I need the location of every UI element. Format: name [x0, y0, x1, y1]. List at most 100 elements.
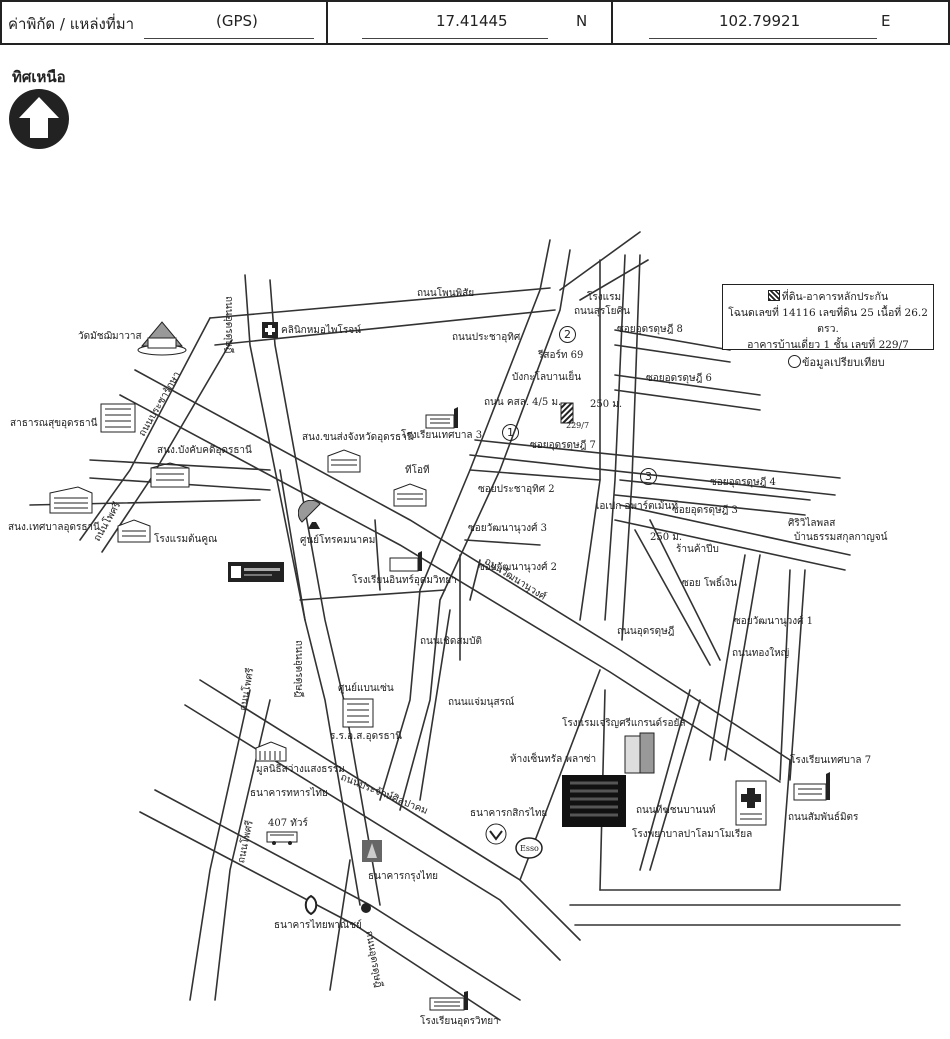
label-thepburi: ถนนทีฆชนบานนท์ [636, 805, 716, 816]
school-icon [425, 407, 458, 429]
coordinate-source: (GPS) [216, 12, 258, 30]
esso-logo-icon [515, 837, 543, 859]
road-ne-edge [579, 259, 649, 301]
building-icon [342, 698, 374, 728]
label-school7: โรงเรียนเทศบาล 7 [790, 755, 872, 766]
label-soi-phochern: ซอย โพธิ์เงิน [682, 578, 738, 589]
scb-logo-icon [304, 894, 318, 916]
label-soi-wn1: ซอยวัฒนานุวงศ์ 1 [734, 616, 813, 627]
longitude-direction: E [881, 12, 891, 30]
label-prachaut: ถนนประชาอุทิศ [452, 332, 521, 343]
label-rooms-hotel: โรงแรม [587, 292, 622, 303]
road-phon-phisai-edge [214, 309, 556, 346]
comparable-marker-3: 3 [640, 468, 657, 485]
label-esso: Esso [520, 844, 539, 853]
north-arrow-icon [9, 89, 69, 149]
roundabout-icon [361, 903, 371, 913]
hospital-building-icon [735, 780, 767, 826]
label-school-udon-witthaya: โรงเรียนอินทร์อุดมวิทยา [352, 575, 457, 586]
label-samphanmit: ถนนสัมพันธ์มิตร [788, 812, 859, 823]
label-dist-250-b: 250 ม. [650, 532, 683, 543]
label-eleven: เอเปก อพาร์ตเม้นท์ [596, 501, 678, 512]
building-icon [327, 449, 361, 473]
coordinate-header: ค่าพิกัด / แหล่งที่มา (GPS) 17.41445 N 1… [0, 0, 950, 45]
label-kasao: ถนน คสล. 4/5 ม. [484, 397, 562, 408]
label-soi-3: ซอยอุดรดุษฎี 3 [672, 505, 738, 516]
road-udonkhet-edge [621, 254, 641, 641]
label-provincial: สนง.ขนส่งจังหวัดอุดรธานี [302, 432, 414, 443]
road-udon-dutsadi [244, 274, 361, 906]
road-prachak-edge [184, 704, 561, 961]
label-krungthai: ธนาคารกรุงไทย [368, 871, 439, 882]
coordinate-label: ค่าพิกัด / แหล่งที่มา [8, 15, 135, 33]
label-fire: สนง.บังคับคดีอุดรธานี [157, 445, 252, 456]
circle-icon [788, 355, 801, 368]
building-icon [393, 483, 427, 507]
school-icon [429, 991, 468, 1011]
hospital-cross-icon [262, 322, 278, 338]
road-prachaut [379, 239, 551, 801]
label-chenchusorn: ถนนแจ่มนุสรณ์ [448, 697, 515, 708]
comparable-marker-1: 1 [502, 424, 519, 441]
kasikorn-logo-icon [485, 823, 507, 845]
label-kasikorn: ธนาคารกสิกรไทย [470, 808, 548, 819]
road-northwest [79, 317, 211, 541]
road-bottom-diagonal [154, 789, 521, 1001]
label-udon-dutsadi-vertical: ถนนอุดรดุษฎี [223, 296, 234, 354]
building-icon [150, 462, 190, 488]
label-central: ห้างเซ็นทรัล พลาซ่า [510, 754, 597, 765]
label-museum: มูลนิธิสว่างแสงธรรม [256, 764, 345, 775]
label-restaurant: บังกะโลบานเย็น [512, 372, 582, 383]
label-soi-7: ซอยอุดรดุษฎี 7 [530, 440, 596, 451]
krungthai-logo-icon [362, 840, 382, 862]
legend-deed: โฉนดเลขที่ 14116 เลขที่ดิน 25 เนื้อที่ 2… [728, 307, 928, 335]
label-rooms-hotel-2: ถนนสุรโยคิน [574, 306, 630, 317]
label-municipal: สนง.เทศบาลอุดรธานี [8, 522, 100, 533]
central-plaza-building-icon [562, 775, 626, 827]
longitude-value: 102.79921 [719, 12, 801, 30]
label-soi-6: ซอยอุดรดุษฎี 6 [646, 373, 712, 384]
legend-comparable: ข้อมูลเปรียบเทียบ [788, 353, 885, 371]
hatch-icon [767, 290, 780, 301]
road-udonkhet [604, 254, 626, 621]
hotel-tower-icon [624, 732, 655, 774]
road-bottom-diagonal-edge [139, 811, 501, 1021]
label-thai-panich: ธนาคารไทยพาณิชย์ [274, 920, 362, 931]
label-sirivilla-2: บ้านธรรมสกุลกาญจน์ [794, 532, 888, 543]
label-soi-wn3: ซอยวัฒนานุวงศ์ 3 [468, 523, 547, 534]
label-thong-yai: ถนนทองใหญ่ [732, 648, 790, 659]
label-soi-wn2: ซอยวัฒนานุวงศ์ 2 [478, 562, 557, 573]
label-soi-8: ซอยอุดรดุษฎี 8 [617, 324, 683, 335]
road-prachaut-edge [399, 249, 571, 811]
underline [362, 38, 548, 39]
label-hotel-tonkhoon: โรงแรมต้นคูณ [154, 534, 218, 545]
north-label: ทิศเหนือ [12, 68, 66, 86]
school-icon [793, 772, 830, 801]
foundation-building-icon [255, 741, 287, 762]
road-phosri [189, 689, 251, 1001]
subject-parcel-hatch-icon [560, 402, 574, 424]
temple-icon [137, 321, 187, 356]
label-sirivilla: ศิริวิไลพลส [788, 518, 836, 529]
label-clinic: คลินิกหมอไพโรจน์ [281, 325, 361, 336]
road-ne [559, 231, 641, 291]
label-dist-250-a: 250 ม. [590, 399, 623, 410]
hotel-icon [117, 519, 151, 543]
satellite-dish-icon [298, 500, 321, 529]
label-resort: รีสอร์ท 69 [538, 350, 584, 361]
underline [649, 38, 877, 39]
latitude-cell: 17.41445 N [328, 0, 613, 45]
label-shop: ร้านค้าปีบ [676, 544, 719, 555]
latitude-direction: N [576, 12, 588, 30]
label-parcel-number: 229/7 [566, 421, 590, 430]
school-icon [389, 551, 422, 572]
label-school3: โรงเรียนเทศบาล 3 [401, 430, 483, 441]
building-icon [49, 486, 93, 514]
label-health: สาธารณสุขอุดรธานี [10, 418, 98, 429]
bus-icon [266, 831, 298, 845]
label-soi-pu2: ซอยประชาอุทิศ 2 [478, 484, 555, 495]
label-chaisombat: ถนนเชิดสมบัติ [420, 636, 482, 647]
comparable-marker-2: 2 [559, 326, 576, 343]
bank-logo-icon [228, 562, 284, 582]
label-tot: ทีโอที [405, 465, 430, 476]
